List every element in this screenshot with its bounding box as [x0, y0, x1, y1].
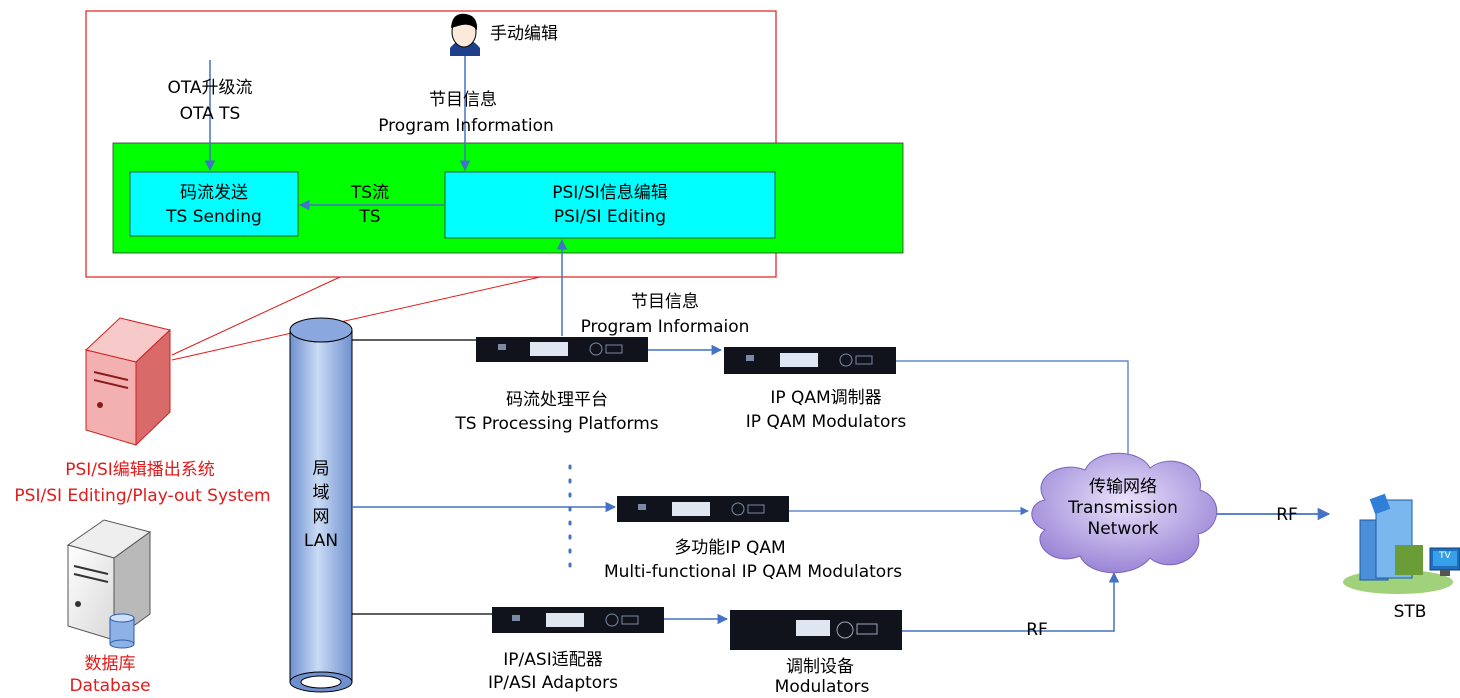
device-asi	[492, 607, 664, 633]
lan-cn-1: 局	[312, 459, 330, 479]
network-en-2: Network	[1087, 519, 1159, 539]
ts-platform-en: TS Processing Platforms	[455, 414, 659, 434]
pointer-line-1	[171, 276, 341, 356]
device-multi	[617, 496, 789, 522]
device-modulator	[730, 610, 902, 650]
operator-label: 手动编辑	[490, 24, 558, 44]
network-en-1: Transmission	[1068, 498, 1178, 518]
transmission-cloud	[1031, 452, 1218, 574]
psi-editing-cn-label: PSI/SI信息编辑	[552, 183, 668, 203]
ota-en-label: OTA TS	[179, 104, 241, 124]
stb-label: STB	[1393, 602, 1427, 622]
database-en: Database	[69, 676, 151, 696]
database-icon	[66, 519, 152, 649]
stb-building-icon	[1343, 493, 1460, 594]
lan-cylinder	[289, 317, 353, 693]
device-ts-platform	[476, 337, 648, 362]
ipqam-en: IP QAM Modulators	[745, 412, 907, 432]
net-program-info-en: Program Informaion	[580, 317, 750, 337]
multi-en: Multi-functional IP QAM Modulators	[603, 562, 903, 582]
psi-server-icon	[84, 317, 172, 447]
mod-to-network-line	[902, 571, 1120, 632]
lan-cn-3: 网	[312, 507, 330, 527]
mod-en: Modulators	[774, 677, 870, 697]
psi-editing-en-label: PSI/SI Editing	[553, 207, 667, 227]
pointer-line-2	[171, 276, 541, 361]
psi-system-en: PSI/SI Editing/Play-out System	[14, 486, 271, 506]
ipqam-cn: IP QAM调制器	[770, 388, 882, 408]
lan-en: LAN	[303, 531, 339, 551]
lan-cn-2: 域	[312, 483, 330, 503]
program-info-en-label: Program Information	[378, 116, 554, 136]
database-cn: 数据库	[84, 654, 136, 674]
ts-sending-en-label: TS Sending	[166, 207, 262, 227]
asi-en: IP/ASI Adaptors	[487, 673, 619, 693]
asi-cn: IP/ASI适配器	[503, 650, 603, 670]
ota-cn-label: OTA升级流	[167, 78, 253, 98]
device-ipqam	[724, 347, 896, 374]
multi-cn: 多功能IP QAM	[674, 538, 786, 558]
mod-cn: 调制设备	[786, 657, 854, 677]
ts-sending-box	[129, 171, 299, 237]
ts-platform-cn: 码流处理平台	[506, 390, 608, 410]
rf-from-mod: RF	[1026, 620, 1048, 640]
program-info-cn-label: 节目信息	[429, 90, 497, 110]
psi-editing-box	[444, 171, 776, 239]
ts-sending-cn-label: 码流发送	[180, 183, 248, 203]
tv-label: TV	[1439, 551, 1451, 561]
network-cn: 传输网络	[1089, 477, 1157, 497]
ts-flow-en-label: TS	[359, 207, 381, 227]
rf-to-stb: RF	[1276, 505, 1298, 525]
net-program-info-cn: 节目信息	[631, 292, 699, 312]
ts-flow-cn-label: TS流	[350, 183, 390, 203]
psi-system-cn: PSI/SI编辑播出系统	[65, 460, 215, 480]
operator-icon	[450, 13, 480, 56]
ipqam-to-network-line	[896, 360, 1133, 463]
